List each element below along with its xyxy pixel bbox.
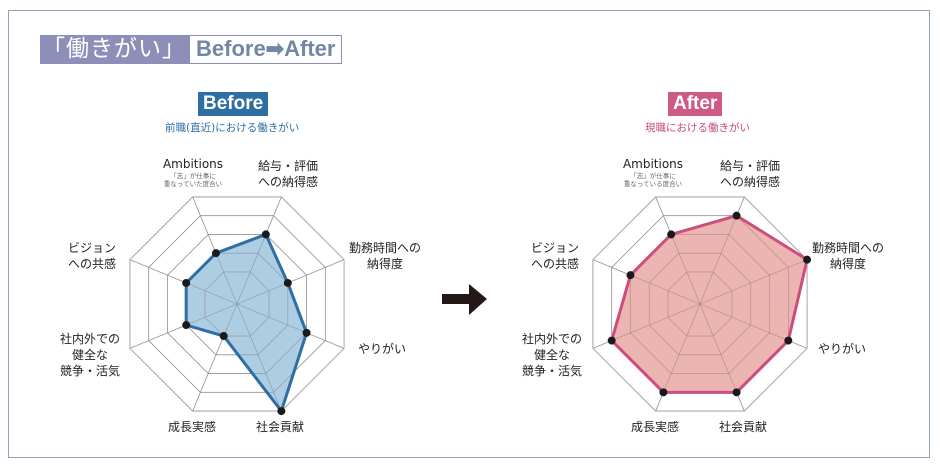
before-label-worth: やりがい: [357, 342, 406, 356]
after-label-vision: ビジョン への共感: [530, 241, 579, 271]
data-point: [277, 407, 286, 416]
data-point: [667, 230, 676, 239]
data-point: [211, 249, 220, 258]
after-label-worth: やりがい: [817, 342, 866, 356]
data-point: [283, 278, 292, 287]
grid-spoke-overlay: [192, 303, 238, 412]
before-label-pay: 給与・評価 への納得感: [257, 159, 318, 189]
data-point: [182, 321, 191, 330]
data-point: [659, 388, 668, 397]
after-badge: After: [668, 92, 723, 116]
grid-spoke-overlay: [655, 196, 701, 305]
after-label-growth: 成長実感: [630, 420, 679, 434]
page-title: 「働きがい」 Before➡After: [40, 35, 343, 64]
data-point: [803, 255, 812, 264]
data-point: [626, 271, 635, 280]
title-main: 「働きがい」: [40, 35, 190, 64]
data-point: [732, 388, 741, 397]
data-area: [611, 215, 808, 393]
after-label-pay: 給与・評価 への納得感: [719, 159, 780, 189]
grid-spoke-overlay: [236, 303, 345, 349]
data-area: [186, 234, 307, 412]
data-point: [219, 332, 228, 341]
right-arrow-icon: [442, 284, 487, 315]
grid-spoke-overlay: [699, 259, 808, 305]
before-badge: Before: [198, 92, 269, 116]
before-subtitle: 前職(直近)における働きがい: [165, 122, 300, 134]
data-point: [261, 230, 270, 239]
title-sub: Before➡After: [190, 35, 343, 64]
before-label-growth: 成長実感: [167, 420, 216, 434]
after-label-compete: 社内外での 健全な 競争・活気: [521, 332, 582, 378]
grid-spoke-overlay: [592, 259, 701, 305]
grid-spoke-overlay: [236, 196, 282, 305]
after-label-hours: 勤務時間への 納得度: [811, 241, 884, 271]
after-label-social: 社会貢献: [718, 420, 767, 434]
data-point: [302, 328, 311, 337]
before-label-hours: 勤務時間への 納得度: [348, 241, 421, 271]
grid-spoke-overlay: [236, 303, 282, 412]
after-subtitle: 現職における働きがい: [645, 122, 750, 134]
data-point: [784, 336, 793, 345]
data-point: [182, 278, 191, 287]
before-label-compete: 社内外での 健全な 競争・活気: [59, 332, 120, 378]
after-label-ambitions: Ambitions 「志」が仕事に 重なっている度合い: [622, 157, 684, 188]
data-point: [732, 211, 741, 220]
outer-frame: [8, 10, 930, 458]
data-point: [607, 336, 616, 345]
before-label-social: 社会貢献: [255, 420, 304, 434]
before-label-vision: ビジョン への共感: [67, 241, 116, 271]
before-label-ambitions: Ambitions 「志」が仕事に 重なっていた度合い: [162, 157, 224, 188]
